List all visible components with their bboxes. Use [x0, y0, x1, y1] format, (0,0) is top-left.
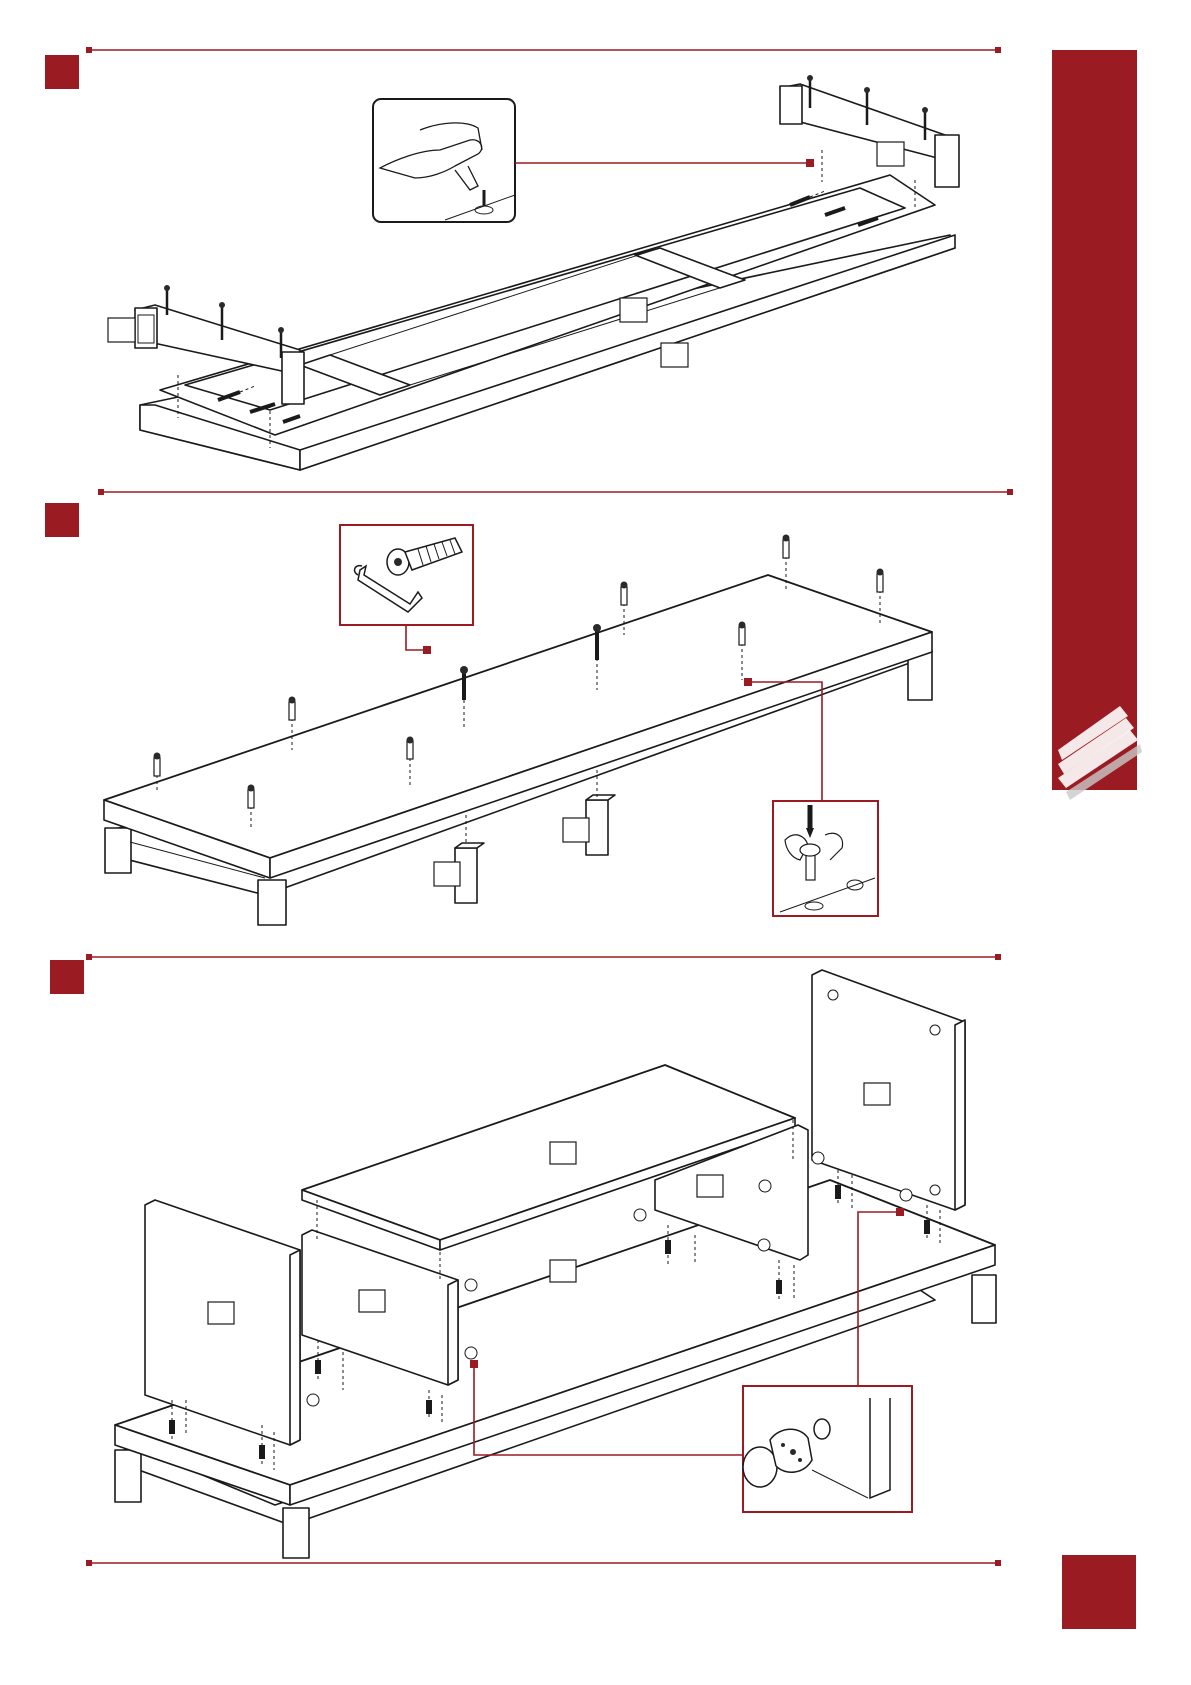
- part-label-box: [864, 1083, 890, 1105]
- part-label-box: [434, 862, 460, 886]
- step-1-top-rule: [86, 47, 1001, 53]
- step-1-bottom-rule: [98, 489, 1013, 495]
- part-label-box: [359, 1290, 385, 1312]
- part-label-box: [208, 1302, 234, 1324]
- step-1-marker: [45, 55, 79, 89]
- page-corner-block: [1062, 1555, 1136, 1629]
- side-tab: [1052, 50, 1142, 800]
- step-3-bottom-rule: [86, 1560, 1001, 1566]
- part-label-box: [550, 1260, 576, 1282]
- step-3-marker: [50, 960, 84, 994]
- detail-allen-key: [340, 525, 473, 654]
- step-2: [45, 503, 932, 925]
- part-label-box: [697, 1175, 723, 1197]
- step-3-top-rule: [86, 954, 1001, 960]
- step-3: [50, 954, 1001, 1566]
- step-2-marker: [45, 503, 79, 537]
- right-side-panel: [812, 970, 965, 1210]
- frame-assembly: [140, 175, 955, 470]
- right-leg-rail: [780, 84, 959, 187]
- step-1: [45, 47, 1013, 495]
- part-label-box: [661, 343, 688, 367]
- part-label-box: [620, 298, 647, 322]
- part-label-box: [563, 818, 589, 842]
- side-tab-bar: [1052, 50, 1137, 790]
- part-label-box: [877, 142, 904, 166]
- part-label-box: [108, 318, 135, 342]
- detail-hand-press: [373, 99, 814, 222]
- part-label-box: [550, 1142, 576, 1164]
